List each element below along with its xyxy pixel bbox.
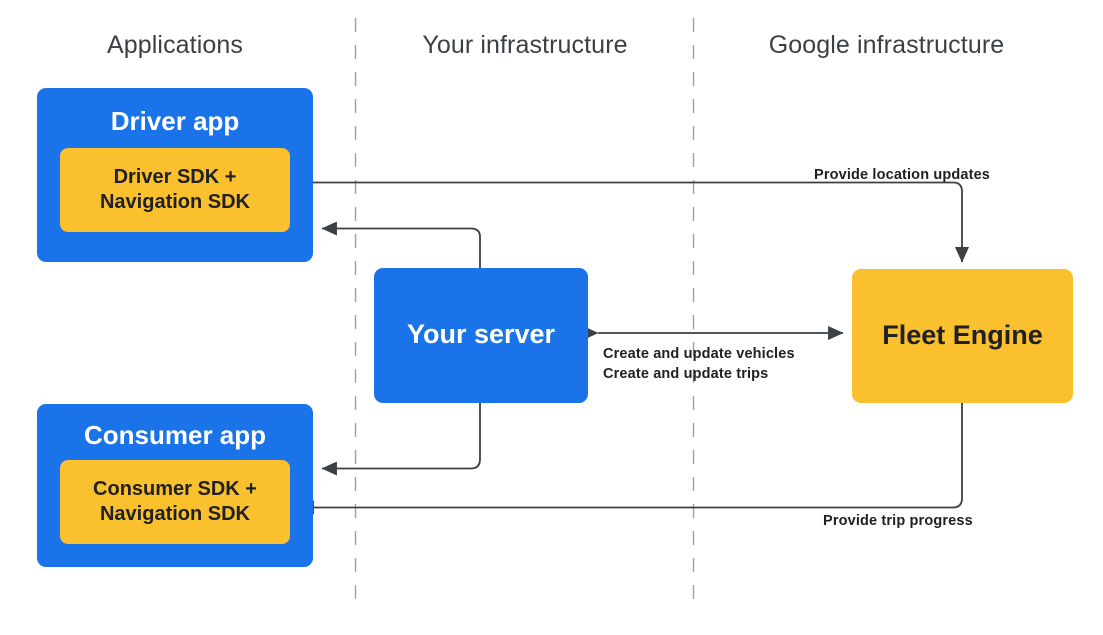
consumer-sdk-label: Consumer SDK + Navigation SDK: [93, 478, 257, 525]
node-your-server[interactable]: Your server: [374, 268, 588, 403]
your-server-label: Your server: [406, 319, 556, 349]
node-fleet-engine[interactable]: Fleet Engine: [852, 269, 1073, 403]
driver-sdk-label: Driver SDK + Navigation SDK: [99, 166, 251, 213]
column-heading-applications: Applications: [106, 31, 243, 59]
node-driver-app[interactable]: Driver app Driver SDK + Navigation SDK: [37, 88, 313, 262]
node-consumer-app[interactable]: Consumer app Consumer SDK + Navigation S…: [37, 404, 313, 567]
column-heading-your-infrastructure: Your infrastructure: [422, 31, 628, 59]
driver-app-title: Driver app: [110, 106, 240, 136]
edge-server-to-consumer-path: [321, 403, 481, 476]
node-driver-sdk[interactable]: Driver SDK + Navigation SDK: [60, 148, 290, 232]
edge-trip-progress-path: [298, 403, 963, 515]
edge-server-to-driver-elbow: [321, 221, 481, 268]
consumer-app-title: Consumer app: [83, 420, 267, 450]
edge-label-provide-trip-progress: Provide trip progress: [823, 513, 973, 529]
edge-label-provide-location-updates: Provide location updates: [814, 167, 991, 183]
edge-label-create-and-update: Create and update vehicles Create and up…: [603, 346, 795, 382]
fleet-engine-label: Fleet Engine: [882, 320, 1043, 350]
column-heading-google-infrastructure: Google infrastructure: [768, 31, 1005, 59]
node-consumer-sdk[interactable]: Consumer SDK + Navigation SDK: [60, 460, 290, 544]
edge-location-updates-path: [290, 181, 970, 263]
